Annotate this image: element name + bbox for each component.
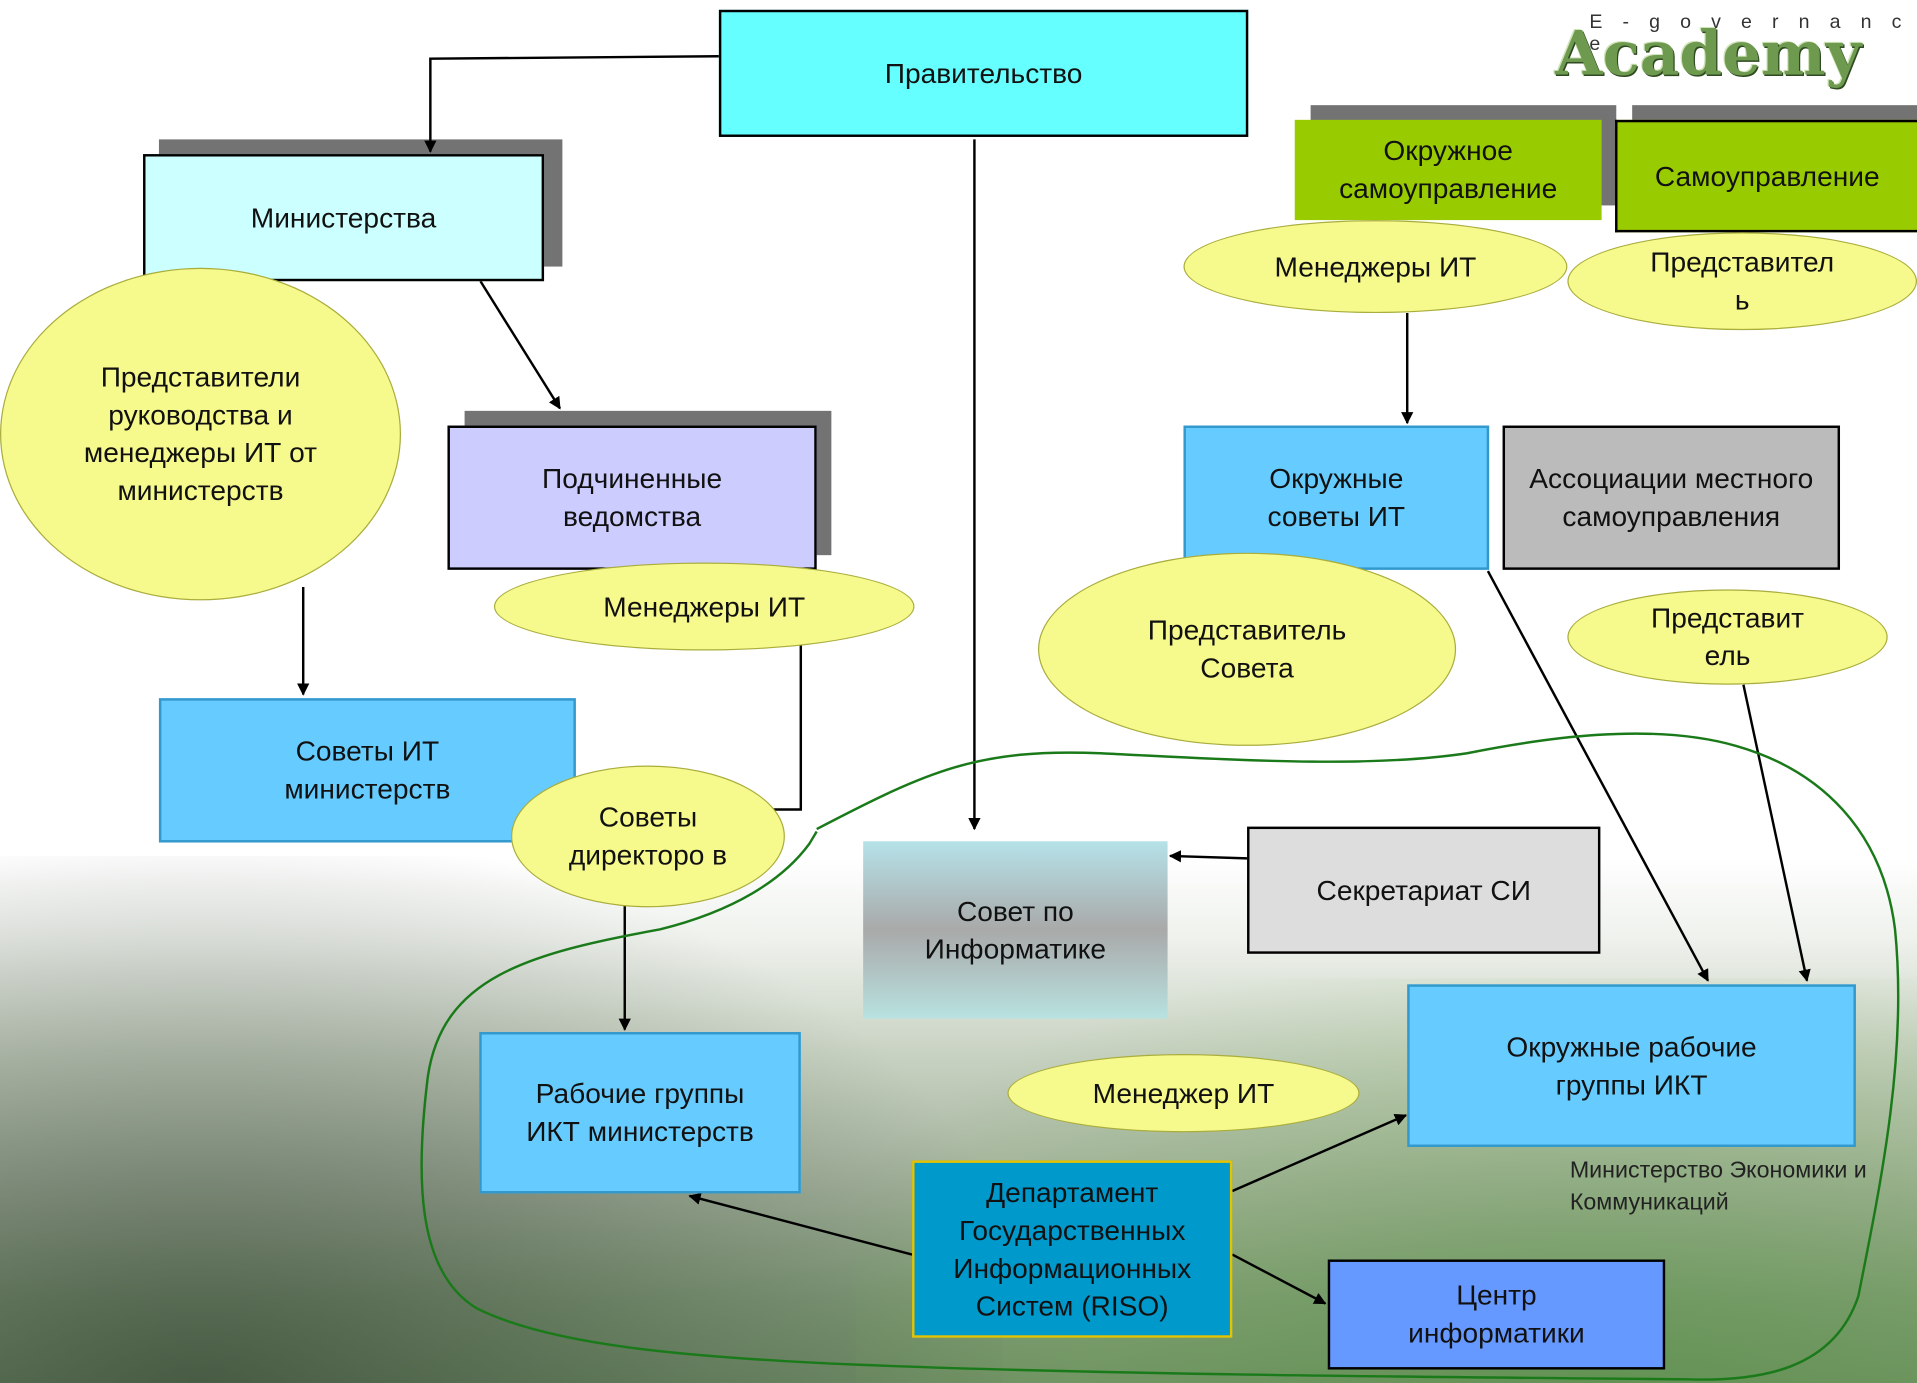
box-it-councils-ministries-label: Советы ИТ министерств [284,734,451,805]
ellipse-representative-assoc-label: Представит ель [1650,601,1805,672]
loop-green [420,732,1900,1381]
ellipse-representative-selfgov: Представител ь [1567,232,1917,331]
box-county-it-councils-label: Окружные советы ИТ [1267,462,1406,532]
box-informatics-council-label: Совет по Информатике [924,894,1107,965]
box-informatics-center-label: Центр информатики [1408,1279,1585,1349]
box-ict-workgroups-ministries: Рабочие группы ИКТ министерств [479,1032,801,1194]
box-informatics-council: Совет по Информатике [863,841,1168,1019]
ellipse-council-rep-label: Представитель Совета [1147,613,1347,684]
box-ministries-label: Министерства [250,201,437,233]
ellipse-it-managers-county-label: Менеджеры ИТ [1274,250,1477,282]
box-subordinate-label: Подчиненные ведомства [542,462,723,532]
ellipse-it-manager: Менеджер ИТ [1007,1054,1360,1133]
logo-academy: Academy [1555,17,1862,90]
box-riso: Департамент Государственных Информационн… [912,1160,1233,1338]
box-ict-workgroups-ministries-label: Рабочие группы ИКТ министерств [526,1077,754,1147]
arrow-riso-ministry-workgroups [688,1192,913,1256]
ellipse-directors-councils: Советы директоро в [511,765,785,908]
box-county-it-councils: Окружные советы ИТ [1183,425,1490,570]
box-secretariat-label: Секретариат СИ [1316,873,1531,906]
arrow-riso-center [1231,1253,1327,1305]
box-government: Правительство [718,9,1249,137]
arrow-government-ministries [424,55,719,153]
box-county-selfgov-label: Окружное самоуправление [1339,134,1558,205]
box-government-label: Правительство [884,56,1083,89]
box-ministries: Министерства [143,154,545,282]
arrow-ministries-subordinate [479,280,561,410]
box-it-councils-ministries: Советы ИТ министерств [158,698,576,843]
box-riso-label: Департамент Государственных Информационн… [953,1175,1192,1322]
ellipse-representative-assoc: Представит ель [1567,589,1888,685]
arrow-riso-county-workgroups [1231,1113,1408,1193]
box-local-gov-associations: Ассоциации местного самоуправления [1502,425,1841,570]
logo-tagline: E - g o v e r n a n c e [1589,12,1909,56]
note-ministry: Министерство Экономики и Коммуникаций [1569,1157,1867,1216]
box-informatics-center: Центр информатики [1327,1259,1666,1370]
line-managers-directors [755,633,803,811]
box-selfgov-label: Самоуправление [1654,159,1880,192]
ellipse-mgmt-reps: Представители руководства и менеджеры ИТ… [0,267,402,601]
box-secretariat: Секретариат СИ [1247,826,1601,954]
arrow-rep-workgroups [1742,684,1811,982]
box-county-selfgov: Окружное самоуправление [1294,119,1602,221]
box-county-ict-workgroups-label: Окружные рабочие группы ИКТ [1506,1030,1757,1100]
box-county-ict-workgroups: Окружные рабочие группы ИКТ [1407,984,1856,1147]
box-subordinate: Подчиненные ведомства [447,425,817,570]
ellipse-it-managers-sub-label: Менеджеры ИТ [603,590,806,622]
ellipse-representative-selfgov-label: Представител ь [1650,245,1835,316]
ellipse-mgmt-reps-label: Представители руководства и менеджеры ИТ… [83,360,318,507]
box-selfgov: Самоуправление [1615,119,1917,233]
ellipse-council-rep: Представитель Совета [1037,552,1457,746]
ellipse-it-managers-sub: Менеджеры ИТ [493,562,915,651]
box-local-gov-associations-label: Ассоциации местного самоуправления [1529,462,1814,532]
ellipse-directors-councils-label: Советы директоро в [568,800,728,871]
arrow-county-councils-workgroups [1486,570,1710,982]
arrow-secretariat-council [1168,850,1248,863]
ellipse-it-manager-label: Менеджер ИТ [1092,1076,1275,1109]
ellipse-it-managers-county: Менеджеры ИТ [1183,220,1568,314]
